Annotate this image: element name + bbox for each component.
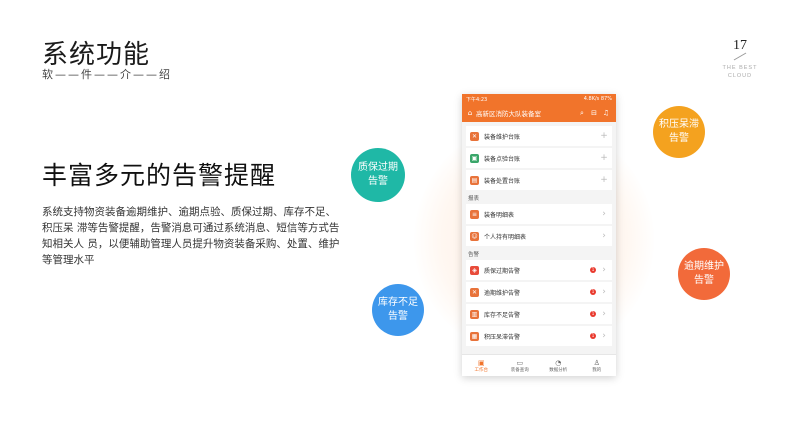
alert-badge: 1 (590, 267, 596, 273)
add-icon[interactable]: + (600, 153, 608, 163)
tab-label: 数据分析 (549, 367, 568, 373)
feature-heading: 丰富多元的告警提醒 (42, 161, 277, 190)
status-time: 下午4:23 (466, 96, 488, 103)
tab-data-analysis[interactable]: ◔ 数据分析 (539, 355, 578, 376)
list-item-stock-alert[interactable]: ▥ 库存不足告警 1 › (466, 304, 612, 324)
tab-label: 工作台 (474, 367, 489, 373)
list-item-warranty-alert[interactable]: ◈ 质保过期告警 1 › (466, 260, 612, 280)
box-icon: ▥ (470, 309, 479, 319)
list-item-maintenance-alert[interactable]: ✕ 逾期维护告警 1 › (466, 282, 612, 302)
list-item-equipment-detail[interactable]: ≡ 装备明细表 › (466, 204, 612, 224)
page-caption: THE BEST CLOUD (722, 65, 758, 79)
phone-screen: 下午4:23 4.8K/s 87% ⌂ 高新区消防大队装备室 ⌕ ⊟ ♫ ✕ 装… (462, 94, 616, 376)
chevron-right-icon: › (602, 287, 606, 297)
tab-label: 装备查询 (510, 367, 529, 373)
warranty-expired-bubble: 质保过期告警 (351, 148, 405, 202)
search-icon[interactable]: ⌕ (580, 108, 584, 117)
scan-icon[interactable]: ⊟ (591, 109, 597, 117)
list-item-label: 装备处置台账 (484, 177, 521, 185)
list-item-label: 装备点验台账 (484, 155, 521, 163)
list-item-inspection-ledger[interactable]: ▣ 装备点验台账 + (466, 148, 612, 168)
wrench-icon: ✕ (470, 131, 479, 141)
checklist-icon: ▣ (470, 153, 479, 163)
list-item-label: 质保过期告警 (484, 267, 521, 275)
page-number: 17 (733, 38, 747, 53)
chevron-right-icon: › (602, 309, 606, 319)
section-label-alerts: 告警 (468, 252, 480, 258)
wrench-icon: ✕ (470, 287, 479, 297)
chevron-right-icon: › (602, 331, 606, 341)
section-label-reports: 报表 (468, 196, 480, 202)
workbench-icon: ▣ (477, 358, 485, 367)
app-bar: ⌂ 高新区消防大队装备室 ⌕ ⊟ ♫ (462, 104, 616, 122)
list-item-label: 装备维护台账 (484, 133, 521, 141)
bottom-tab-bar: ▣ 工作台 ▭ 装备查询 ◔ 数据分析 ♙ 我的 (462, 354, 616, 376)
tab-workbench[interactable]: ▣ 工作台 (462, 355, 501, 376)
user-icon: ♙ (593, 358, 600, 367)
table-icon: ≡ (470, 209, 479, 219)
add-icon[interactable]: + (600, 175, 608, 185)
stack-icon: ▦ (470, 331, 479, 341)
document-icon: ▤ (470, 175, 479, 185)
status-indicators: 4.8K/s 87% (583, 96, 612, 102)
add-icon[interactable]: + (600, 131, 608, 141)
status-bar: 下午4:23 4.8K/s 87% (462, 94, 616, 104)
app-title: 高新区消防大队装备室 (476, 110, 541, 118)
list-item-personal-holding[interactable]: ☺ 个人持有明细表 › (466, 226, 612, 246)
list-item-disposal-ledger[interactable]: ▤ 装备处置台账 + (466, 170, 612, 190)
chevron-right-icon: › (602, 231, 606, 241)
tab-label: 我的 (592, 367, 602, 373)
feature-description: 系统支持物资装备逾期维护、逾期点验、质保过期、库存不足、积压呆 滞等告警提醒，告… (42, 206, 340, 266)
slide-title: 系统功能 (42, 40, 151, 70)
list-item-maintenance-ledger[interactable]: ✕ 装备维护台账 + (466, 126, 612, 146)
chevron-right-icon: › (602, 265, 606, 275)
low-stock-bubble: 库存不足告警 (372, 284, 424, 336)
alert-badge: 1 (590, 311, 596, 317)
list-item-label: 积压呆滞告警 (484, 333, 521, 341)
overdue-maintenance-bubble: 逾期维护告警 (678, 248, 730, 300)
list-item-overstock-alert[interactable]: ▦ 积压呆滞告警 1 › (466, 326, 612, 346)
slide-subtitle: 软——件——介——绍 (42, 68, 172, 81)
list-item-label: 逾期维护告警 (484, 289, 521, 297)
overstock-bubble: 积压呆滞告警 (653, 106, 705, 158)
home-icon[interactable]: ⌂ (467, 109, 473, 117)
chart-icon: ◔ (555, 358, 562, 367)
person-icon: ☺ (470, 231, 479, 241)
list-item-label: 个人持有明细表 (484, 233, 527, 241)
shield-icon: ◈ (470, 265, 479, 275)
alert-badge: 1 (590, 333, 596, 339)
query-icon: ▭ (516, 358, 524, 367)
bell-icon[interactable]: ♫ (602, 109, 610, 117)
tab-mine[interactable]: ♙ 我的 (578, 355, 617, 376)
alert-badge: 1 (590, 289, 596, 295)
list-item-label: 装备明细表 (484, 211, 515, 219)
tab-equipment-query[interactable]: ▭ 装备查询 (501, 355, 540, 376)
list-item-label: 库存不足告警 (484, 311, 521, 319)
chevron-right-icon: › (602, 209, 606, 219)
